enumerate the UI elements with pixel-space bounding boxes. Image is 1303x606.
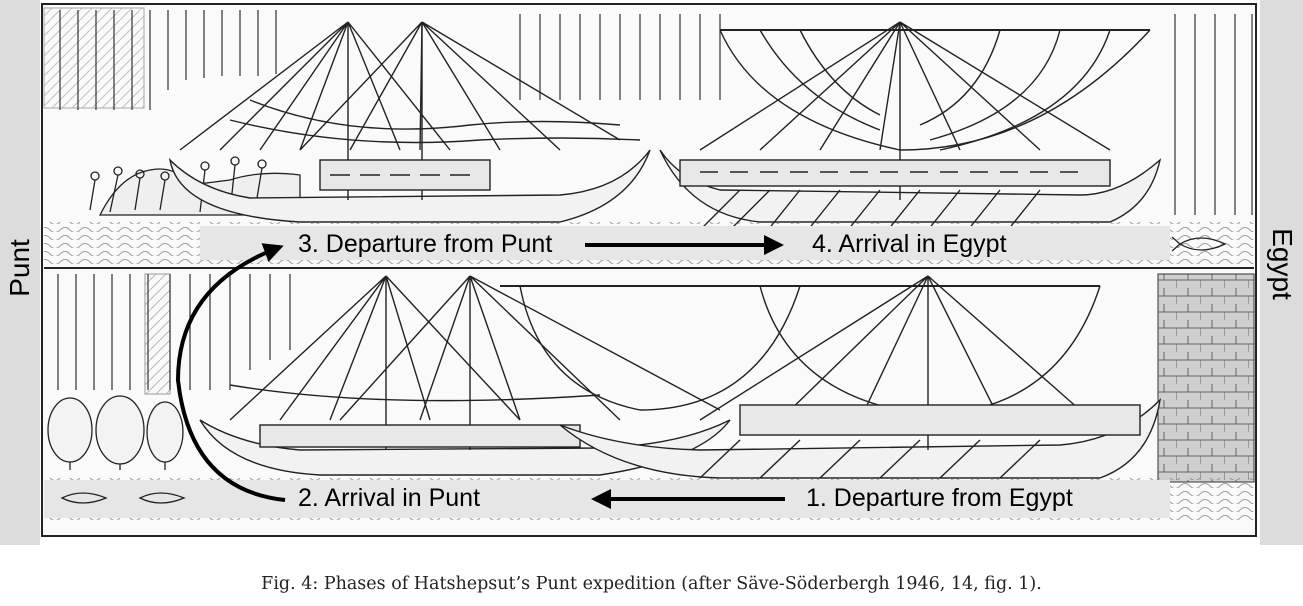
phase-label-departure-from-egypt: 1. Departure from Egypt xyxy=(806,484,1073,512)
side-label-punt: Punt xyxy=(4,239,35,297)
bottom-ship-right xyxy=(500,275,1162,479)
top-hieroglyph-columns-center xyxy=(519,14,721,100)
top-ship-left xyxy=(168,21,651,223)
right-side-bar xyxy=(1260,0,1303,545)
top-hieroglyph-columns-left xyxy=(43,7,277,110)
fish-icon xyxy=(1171,236,1227,252)
arrow-curve-2-to-3 xyxy=(175,243,286,502)
punt-expedition-relief-figure xyxy=(0,0,1303,545)
bottom-hieroglyph-columns-left xyxy=(57,273,291,395)
fish-icon xyxy=(60,492,186,504)
punt-trees xyxy=(47,395,184,470)
top-register xyxy=(43,7,1254,264)
side-label-egypt: Egypt xyxy=(1267,228,1298,300)
phase-label-arrival-in-punt: 2. Arrival in Punt xyxy=(298,484,481,512)
phase-label-departure-from-punt: 3. Departure from Punt xyxy=(298,230,553,258)
top-ship-right xyxy=(659,21,1162,241)
figure-caption: Fig. 4: Phases of Hatshepsut’s Punt expe… xyxy=(261,574,1042,594)
egypt-brick-wall xyxy=(1157,273,1255,483)
top-hieroglyph-columns-right xyxy=(1174,14,1253,215)
phase-label-arrival-in-egypt: 4. Arrival in Egypt xyxy=(812,230,1007,258)
bottom-register xyxy=(44,273,1255,520)
bottom-ship-left xyxy=(199,275,731,476)
left-side-bar xyxy=(0,0,40,545)
